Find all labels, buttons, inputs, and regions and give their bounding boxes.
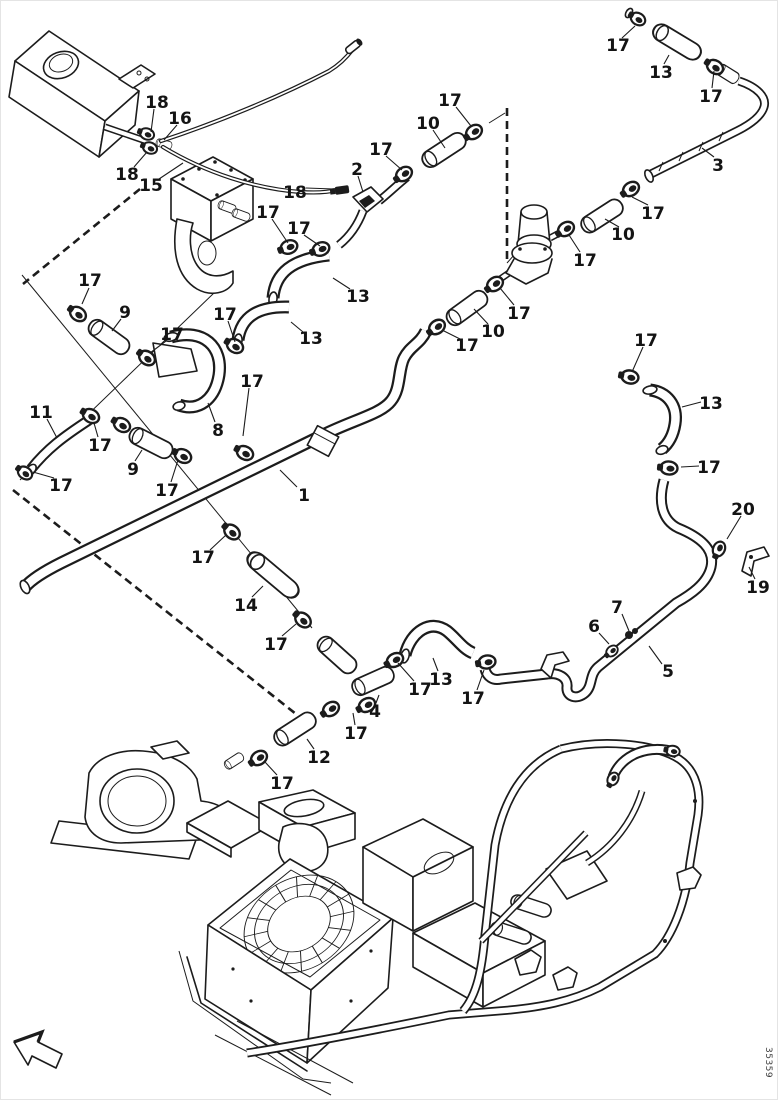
bolt-7 xyxy=(625,631,633,639)
callout-13: 13 xyxy=(346,287,370,307)
reservoir xyxy=(8,30,174,158)
callout-10: 10 xyxy=(416,114,440,134)
orientation-arrow-icon xyxy=(13,1029,63,1069)
callout-17: 17 xyxy=(160,325,184,345)
callout-18: 18 xyxy=(115,165,139,185)
callout-4: 4 xyxy=(369,702,381,722)
fitting-18 xyxy=(329,185,350,195)
callout-15: 15 xyxy=(139,176,163,196)
callout-10: 10 xyxy=(481,322,505,342)
callout-17: 17 xyxy=(88,436,112,456)
callout-17: 17 xyxy=(408,680,432,700)
callout-17: 17 xyxy=(507,304,531,324)
callout-3: 3 xyxy=(712,156,724,176)
callouts: 18 16 18 15 18 2 17 10 17 17 17 13 17 13… xyxy=(29,36,770,794)
callout-17: 17 xyxy=(606,36,630,56)
callout-6: 6 xyxy=(588,617,600,637)
callout-17: 17 xyxy=(438,91,462,111)
callout-17: 17 xyxy=(641,204,665,224)
callout-17: 17 xyxy=(634,331,658,351)
callout-18: 18 xyxy=(283,183,307,203)
hose-15 xyxy=(158,38,363,195)
hose-14 xyxy=(242,547,304,603)
callout-13: 13 xyxy=(299,329,323,349)
callout-17: 17 xyxy=(213,305,237,325)
hose-11 xyxy=(25,415,93,477)
callout-17: 17 xyxy=(455,336,479,356)
fan-rings xyxy=(243,874,355,974)
fitting-2 xyxy=(336,173,410,249)
callout-17: 17 xyxy=(461,689,485,709)
callout-11: 11 xyxy=(29,403,53,423)
hose-13b xyxy=(266,248,330,307)
callout-19: 19 xyxy=(746,578,770,598)
callout-5: 5 xyxy=(662,662,674,682)
callout-20: 20 xyxy=(731,500,755,520)
callout-1: 1 xyxy=(298,486,310,506)
hose-13e xyxy=(398,619,476,664)
callout-14: 14 xyxy=(234,596,258,616)
callout-8: 8 xyxy=(212,421,224,441)
hose-8 xyxy=(152,328,227,414)
callout-17: 17 xyxy=(573,251,597,271)
hose-9b xyxy=(125,424,177,462)
callout-17: 17 xyxy=(240,372,264,392)
tube-5 xyxy=(479,478,718,703)
pipe-3 xyxy=(644,62,769,183)
callout-2: 2 xyxy=(351,160,363,180)
callout-17: 17 xyxy=(287,219,311,239)
callout-9: 9 xyxy=(127,460,139,480)
tube-1 xyxy=(19,327,432,595)
doc-code: 35359 xyxy=(763,1047,773,1078)
hose-segment xyxy=(313,632,361,678)
pump-block xyxy=(170,156,254,295)
callout-13: 13 xyxy=(429,670,453,690)
callout-17: 17 xyxy=(697,458,721,478)
callout-17: 17 xyxy=(369,140,393,160)
hose-13a xyxy=(648,20,706,64)
callout-9: 9 xyxy=(119,303,131,323)
callout-13: 13 xyxy=(649,63,673,83)
callout-17: 17 xyxy=(191,548,215,568)
machine-assembly xyxy=(178,739,704,1096)
leader-lines xyxy=(32,25,756,776)
callout-7: 7 xyxy=(611,598,623,618)
callout-17: 17 xyxy=(264,635,288,655)
callout-17: 17 xyxy=(78,271,102,291)
callout-18: 18 xyxy=(145,93,169,113)
callout-17: 17 xyxy=(270,774,294,794)
hose-4 xyxy=(348,663,398,699)
callout-17: 17 xyxy=(49,476,73,496)
callout-10: 10 xyxy=(611,225,635,245)
hose-12 xyxy=(270,708,320,750)
hose-13d xyxy=(642,383,682,456)
callout-17: 17 xyxy=(155,481,179,501)
callout-12: 12 xyxy=(307,748,331,768)
callout-17: 17 xyxy=(256,203,280,223)
callout-16: 16 xyxy=(168,109,192,129)
thermostat-valve xyxy=(491,204,571,287)
bracket-19 xyxy=(741,546,770,577)
callout-17: 17 xyxy=(344,724,368,744)
callout-17: 17 xyxy=(699,87,723,107)
hose-10a xyxy=(418,128,470,172)
callout-13: 13 xyxy=(699,394,723,414)
